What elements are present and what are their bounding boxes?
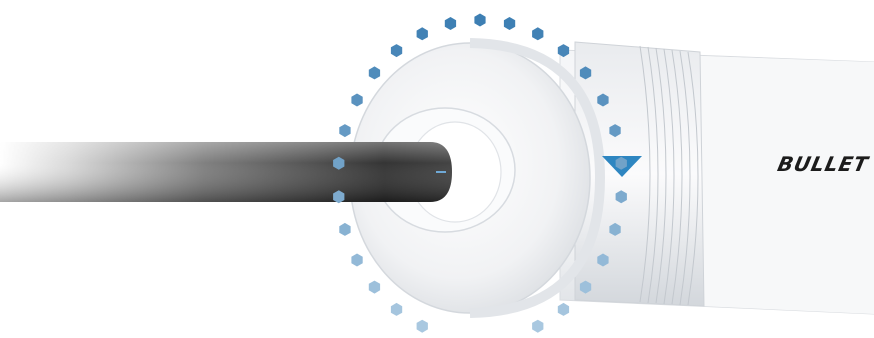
rotation-dot xyxy=(417,27,428,40)
rotation-dot xyxy=(558,303,569,316)
rotation-dot xyxy=(369,281,380,294)
rotation-dot xyxy=(504,17,515,30)
rotation-dot xyxy=(351,94,362,107)
rotation-dot xyxy=(339,223,350,236)
rotation-dot xyxy=(417,320,428,333)
rotation-dot xyxy=(339,124,350,137)
threaded-ring xyxy=(575,42,704,306)
rotation-dot xyxy=(445,17,456,30)
ethernet-cable xyxy=(0,142,452,202)
brand-label: BULLET xyxy=(775,152,870,176)
rotation-dot xyxy=(532,27,543,40)
rotation-dot xyxy=(532,320,543,333)
rotation-dot xyxy=(474,14,485,27)
rotation-dot xyxy=(369,66,380,79)
rotation-dot xyxy=(391,303,402,316)
rotation-dot xyxy=(351,254,362,267)
rotation-dot xyxy=(391,44,402,57)
